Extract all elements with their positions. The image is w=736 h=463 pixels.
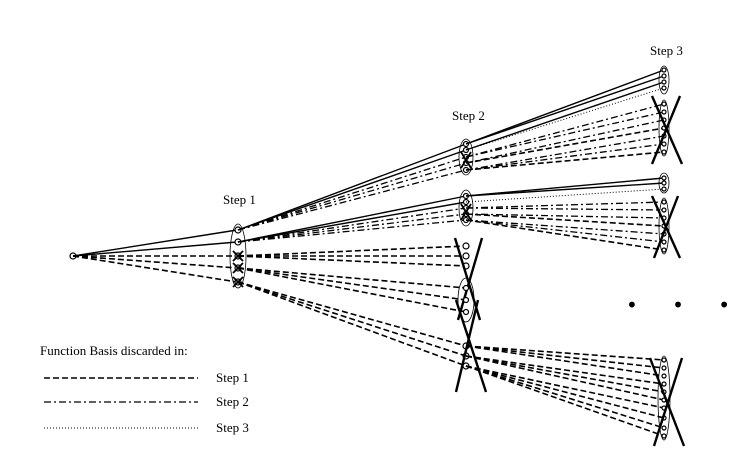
step2-second-to-step3-edges xyxy=(465,177,665,251)
step3-second-discarded-cluster xyxy=(650,195,682,259)
step2-fifth-to-step3-edges xyxy=(465,345,665,437)
step1-label: Step 1 xyxy=(223,192,256,207)
step3-top-discarded-cluster xyxy=(650,95,684,165)
step3-bottom-discarded-cluster xyxy=(648,355,686,447)
step2-label: Step 2 xyxy=(452,108,485,123)
legend-label-step2: Step 2 xyxy=(216,394,249,409)
root-to-step1-edges xyxy=(72,229,238,283)
step2-top-to-step3-edges xyxy=(465,69,665,171)
legend: Function Basis discarded in: Step 1 Step… xyxy=(40,343,249,435)
continuation-ellipsis: • • • xyxy=(626,293,736,317)
step2-top-cluster xyxy=(458,138,474,176)
step3-top-cluster xyxy=(658,65,670,95)
step2-fourth-cluster-discarded xyxy=(457,277,475,323)
legend-label-step1: Step 1 xyxy=(216,370,249,385)
step3-label: Step 3 xyxy=(650,43,683,58)
step3-second-cluster xyxy=(658,172,670,194)
legend-title: Function Basis discarded in: xyxy=(40,343,188,358)
legend-label-step3: Step 3 xyxy=(216,420,249,435)
step1-to-step2-edges xyxy=(237,143,467,367)
